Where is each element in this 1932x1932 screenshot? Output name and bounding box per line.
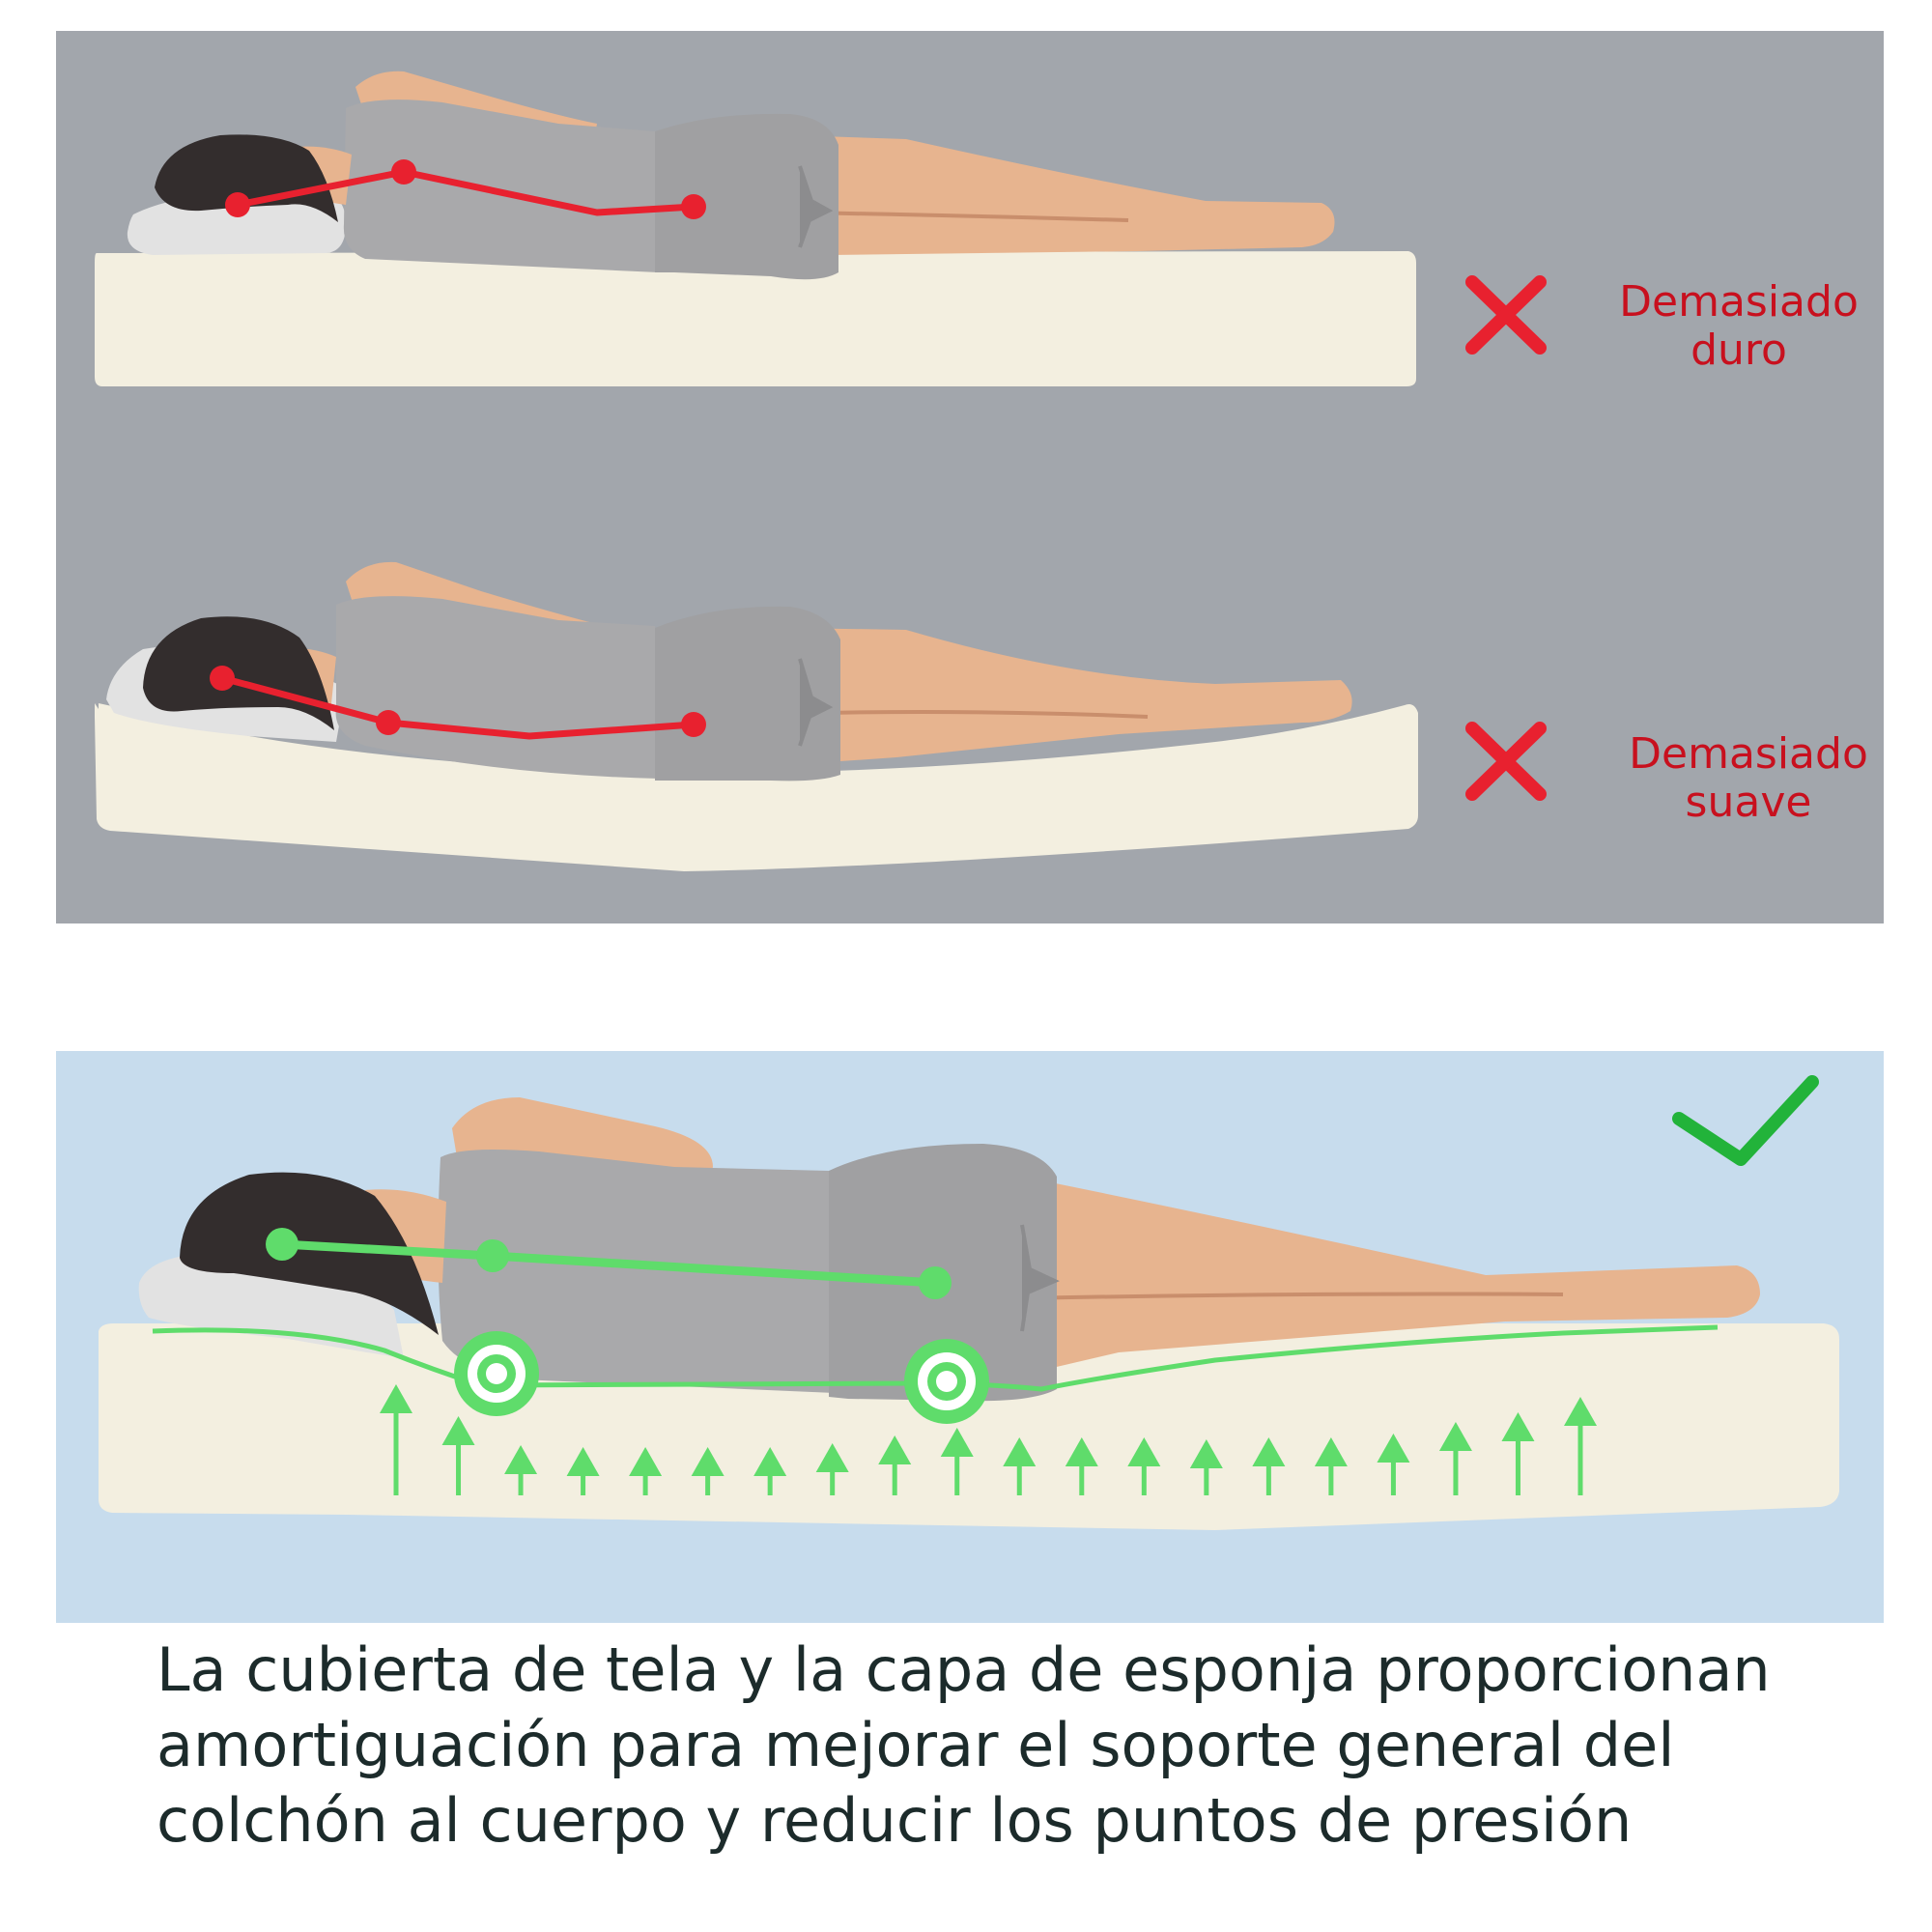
shorts-crease	[798, 658, 834, 747]
shorts	[655, 606, 840, 781]
legs	[674, 626, 1352, 773]
bad-examples-illustration	[95, 71, 1547, 871]
spine-point	[210, 666, 235, 691]
spine-point	[919, 1266, 952, 1299]
shorts-crease	[798, 165, 834, 248]
shorts-crease	[1020, 1224, 1060, 1332]
spine-point	[476, 1239, 509, 1272]
support-arrow-icon	[753, 1447, 787, 1495]
spine-point	[225, 192, 250, 217]
support-arrow-icon	[1127, 1437, 1161, 1495]
hair	[155, 134, 338, 222]
support-arrow-icon	[1564, 1397, 1597, 1495]
support-arrow-icon	[691, 1447, 724, 1495]
support-arrow-icon	[1501, 1412, 1535, 1495]
support-arrow-icon	[1065, 1437, 1098, 1495]
pressure-point-icon	[454, 1331, 539, 1416]
spine-point	[681, 712, 706, 737]
caption-line-2: amortiguación para mejorar el soporte ge…	[156, 1710, 1675, 1780]
caption: La cubierta de tela y la capa de esponja…	[156, 1633, 1895, 1859]
body-contour-line	[152, 1324, 1719, 1392]
support-arrow-icon	[441, 1416, 475, 1495]
support-arrow-icon	[1252, 1437, 1286, 1495]
support-arrow-icon	[1314, 1437, 1348, 1495]
legs	[674, 131, 1335, 255]
leg-line	[1021, 1292, 1564, 1300]
support-arrow-icon	[380, 1384, 412, 1495]
support-arrow-icon	[878, 1435, 912, 1495]
shirt	[438, 1150, 835, 1393]
label-too-soft: Demasiado suave	[1604, 730, 1884, 827]
support-arrow-icon	[566, 1447, 600, 1495]
hair	[143, 616, 334, 730]
legs	[1003, 1173, 1760, 1379]
support-arrow-icon	[1003, 1437, 1037, 1495]
spine-point	[376, 710, 401, 735]
support-arrow-icon	[815, 1443, 849, 1495]
hair	[180, 1172, 439, 1335]
cross-icon	[1465, 722, 1547, 801]
mattress-soft	[95, 703, 1418, 871]
label-too-soft-line-2: suave	[1685, 778, 1812, 827]
support-arrow-icon	[1189, 1439, 1223, 1495]
shirt	[343, 99, 659, 272]
support-arrow-icon	[940, 1428, 974, 1495]
correct-example-panel	[56, 1051, 1884, 1623]
scene-too-soft	[95, 561, 1547, 871]
spine-point	[681, 194, 706, 219]
support-arrow-icon	[1438, 1422, 1472, 1495]
label-too-hard-line-2: duro	[1690, 326, 1787, 375]
support-arrow-icon	[504, 1445, 538, 1495]
support-arrow-icon	[1377, 1434, 1410, 1495]
shorts	[655, 113, 838, 280]
spine-line-too-soft	[221, 674, 695, 740]
bad-examples-panel: Demasiado duro Demasiado suave	[56, 31, 1884, 923]
pressure-point-icon	[904, 1339, 989, 1424]
spine-point	[266, 1228, 298, 1261]
caption-line-3: colchón al cuerpo y reducir los puntos d…	[156, 1785, 1633, 1856]
support-arrows	[380, 1384, 1597, 1495]
label-too-hard: Demasiado duro	[1594, 278, 1884, 375]
check-icon	[1672, 1075, 1819, 1166]
caption-line-1: La cubierta de tela y la capa de esponja…	[156, 1634, 1771, 1705]
cross-icon	[1465, 275, 1547, 355]
spine-line-too-hard	[237, 168, 695, 216]
support-arrow-icon	[629, 1447, 663, 1495]
label-too-soft-line-1: Demasiado	[1629, 729, 1868, 779]
shirt	[335, 596, 659, 779]
label-too-hard-line-1: Demasiado	[1619, 277, 1859, 327]
spine-point	[391, 159, 416, 185]
mattress-firm	[95, 251, 1416, 386]
scene-too-hard	[95, 71, 1547, 386]
correct-example-illustration	[99, 1075, 1839, 1530]
